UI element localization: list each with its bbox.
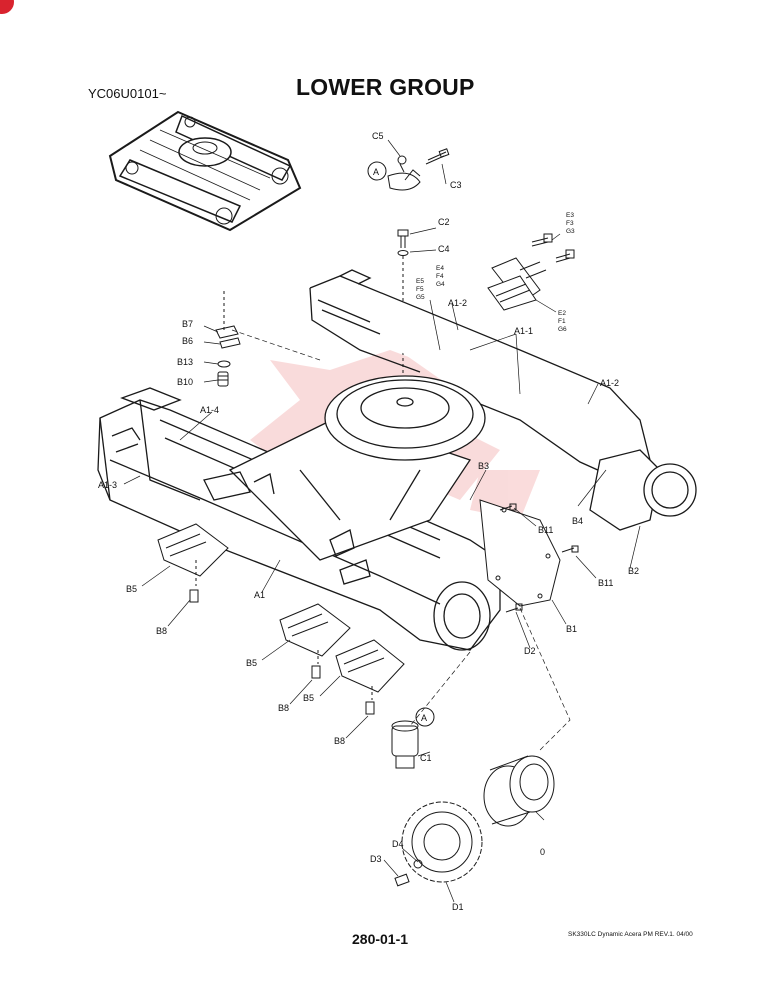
label-f4: F4: [436, 273, 444, 280]
leader-lines: [123, 139, 641, 903]
label-b11-right: B11: [598, 578, 613, 588]
cover-plate: [479, 499, 579, 613]
label-b5-mid2: B5: [303, 693, 314, 703]
label-g4: G4: [436, 281, 445, 288]
lower-frame: [97, 269, 697, 651]
sprocket-and-travel-motor: [394, 755, 555, 887]
label-g3: G3: [566, 228, 575, 235]
label-b10: B10: [177, 377, 193, 387]
label-b3: B3: [478, 461, 489, 471]
publication-footer: SK330LC Dynamic Acera PM REV.1. 04/00: [568, 931, 693, 938]
label-b8-low: B8: [334, 736, 345, 746]
label-f3: F3: [566, 220, 574, 227]
label-b1: B1: [566, 624, 577, 634]
callout-a-bottom: A: [421, 713, 427, 723]
label-g6: G6: [558, 326, 567, 333]
label-f5: F5: [416, 286, 424, 293]
label-b5-mid: B5: [246, 658, 257, 668]
label-b5-left: B5: [126, 584, 137, 594]
callout-circle-bottom: [415, 707, 435, 727]
label-e5: E5: [416, 278, 424, 285]
label-b8-left: B8: [156, 626, 167, 636]
label-a1-2-top: A1-2: [448, 298, 467, 308]
label-g5: G5: [416, 294, 425, 301]
label-d1: D1: [452, 902, 464, 912]
track-guard-top-right: [487, 233, 575, 311]
serial-range: YC06U0101~: [88, 86, 167, 101]
swivel-cover-bolts: [387, 148, 450, 191]
label-e3: E3: [566, 212, 574, 219]
lower-roller-brackets: [157, 523, 405, 715]
label-c3: C3: [450, 180, 462, 190]
label-a1-3: A1-3: [98, 480, 117, 490]
label-f1: F1: [558, 318, 566, 325]
label-d4: D4: [392, 839, 404, 849]
thumbnail-undercarriage: [108, 110, 302, 232]
label-b7: B7: [182, 319, 193, 329]
label-a1-1: A1-1: [514, 326, 533, 336]
label-a1: A1: [254, 590, 265, 600]
label-o: 0: [540, 847, 545, 857]
label-b13: B13: [177, 357, 193, 367]
page-title: LOWER GROUP: [296, 74, 475, 100]
label-b11-top: B11: [538, 525, 553, 535]
label-e2: E2: [558, 310, 566, 317]
callout-a-top: A: [373, 167, 379, 177]
label-b8-mid: B8: [278, 703, 289, 713]
label-c5: C5: [372, 131, 384, 141]
label-b6: B6: [182, 336, 193, 346]
label-d2: D2: [524, 646, 536, 656]
label-a1-4: A1-4: [200, 405, 219, 415]
page-number: 280-01-1: [352, 931, 409, 947]
track-adjuster-small-parts: [215, 290, 241, 387]
label-d3: D3: [370, 854, 382, 864]
label-a1-2-right: A1-2: [600, 378, 619, 388]
label-b4: B4: [572, 516, 583, 526]
label-c4: C4: [438, 244, 450, 254]
callout-circle-top: [367, 161, 387, 181]
rotary-joint: [391, 720, 419, 769]
label-e4: E4: [436, 265, 444, 272]
label-b2: B2: [628, 566, 639, 576]
label-c1: C1: [420, 753, 432, 763]
label-c2: C2: [438, 217, 450, 227]
